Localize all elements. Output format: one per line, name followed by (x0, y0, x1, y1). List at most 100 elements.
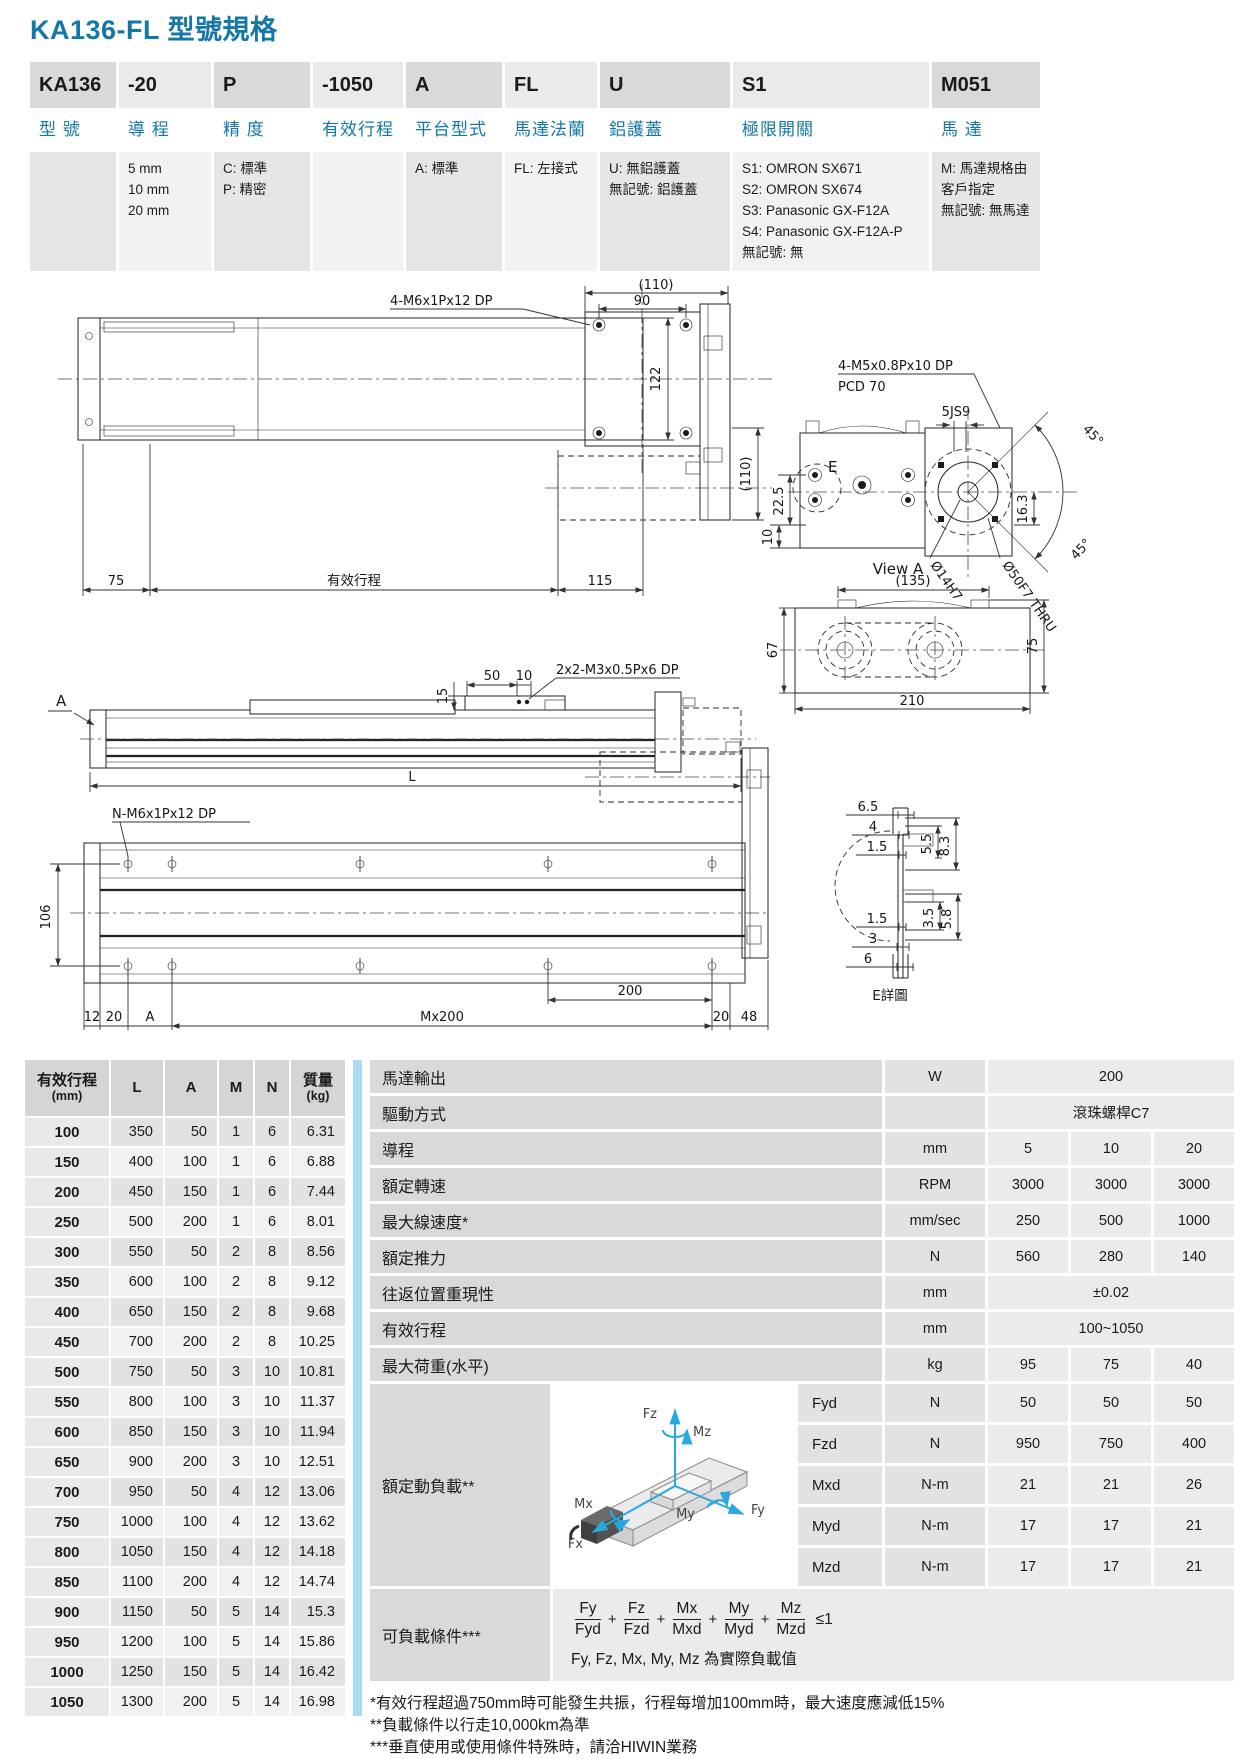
dim-cell: 9.12 (291, 1268, 345, 1296)
dim-cell: 100 (165, 1628, 217, 1656)
load-unit-4: N-m (885, 1548, 985, 1586)
dim-cell: 1250 (111, 1658, 163, 1686)
dim-header-main: 質量 (302, 1072, 333, 1090)
dim-header-main: 有效行程 (36, 1072, 97, 1090)
technical-drawings: (110) 90 4-M6x1Px12 DP 122 (110) 75 有效 (39, 278, 1106, 1030)
dim-cell: 14.74 (291, 1568, 345, 1596)
load-value-4: 17 (1071, 1548, 1151, 1586)
load-unit-3: N-m (885, 1507, 985, 1545)
bolt-callout: N-M6x1Px12 DP (112, 807, 216, 822)
model-options-6: U: 無鋁護蓋無記號: 鋁護蓋 (600, 152, 730, 271)
spec-unit-0: W (885, 1060, 985, 1093)
dim-header-0: 有效行程(mm) (25, 1060, 109, 1116)
model-field-label-3: 有效行程 (313, 112, 403, 148)
dim-label: 6.5 (858, 800, 879, 815)
spec-unit-2: mm (885, 1132, 985, 1165)
dim-label: A (146, 1010, 155, 1025)
load-unit-2: N-m (885, 1466, 985, 1504)
dim-cell: 1150 (111, 1598, 163, 1626)
dim-cell: 200 (165, 1688, 217, 1716)
dim-cell: 8.01 (291, 1208, 345, 1236)
model-code-3: -1050 (313, 62, 403, 108)
dim-cell: 16.42 (291, 1658, 345, 1686)
model-field-label-8: 馬 達 (932, 112, 1040, 148)
model-option: U: 無鋁護蓋 (609, 161, 681, 176)
dim-cell: 850 (111, 1418, 163, 1446)
spec-value-0: 200 (988, 1060, 1234, 1093)
dim-cell: 50 (165, 1238, 217, 1266)
dim-cell: 11.94 (291, 1418, 345, 1446)
dim-cell: 3 (219, 1448, 253, 1476)
spec-value-3: 3000 (1071, 1168, 1151, 1201)
formula-denominator: Mxd (672, 1621, 702, 1639)
dim-cell: 550 (111, 1238, 163, 1266)
spec-value-5: 140 (1154, 1240, 1234, 1273)
spec-label-1: 驅動方式 (370, 1096, 882, 1129)
spec-unit-7: mm (885, 1312, 985, 1345)
model-option: C: 標準 (223, 161, 268, 176)
model-option: S3: Panasonic GX-F12A (742, 202, 890, 218)
dim-cell: 2 (219, 1298, 253, 1326)
model-options-8: M: 馬達規格由客戶指定無記號: 無馬達 (932, 152, 1040, 271)
dim-label: 48 (741, 1010, 758, 1025)
load-value-1: 400 (1154, 1425, 1234, 1463)
dim-cell: 2 (219, 1238, 253, 1266)
model-option: FL: 左接式 (514, 161, 578, 176)
load-value-3: 17 (1071, 1507, 1151, 1545)
model-option: S1: OMRON SX671 (742, 161, 863, 176)
dim-cell: 450 (111, 1178, 163, 1206)
hole-callout: Ø14H7 (927, 559, 965, 604)
dim-header-sub: (kg) (306, 1089, 330, 1104)
stroke-dim-label: 有效行程 (327, 573, 381, 589)
dim-label: 67 (766, 642, 781, 659)
dim-cell: 600 (111, 1268, 163, 1296)
dim-cell: 12 (255, 1538, 289, 1566)
spec-unit-6: mm (885, 1276, 985, 1309)
model-option: 無記號: 無 (742, 244, 804, 260)
dim-cell: 8 (255, 1328, 289, 1356)
dim-label: 90 (634, 294, 651, 309)
dim-cell: 1000 (25, 1658, 109, 1686)
dim-label: 12 (84, 1010, 101, 1025)
dim-header-3: M (219, 1060, 253, 1116)
bolt-callout: 4-M6x1Px12 DP (390, 294, 493, 309)
formula-numerator: My (724, 1599, 754, 1621)
detail-caption: E詳圖 (872, 988, 908, 1004)
dim-label: 15 (436, 688, 451, 705)
dim-cell: 250 (25, 1208, 109, 1236)
dim-label: (110) (739, 457, 754, 492)
dim-cell: 150 (25, 1148, 109, 1176)
dim-cell: 50 (165, 1478, 217, 1506)
dim-label: Mx200 (420, 1010, 464, 1025)
notes: *有效行程超過750mm時可能發生共振，行程每增加100mm時，最大速度應減低1… (370, 1693, 1234, 1759)
formula-plus: + (708, 1611, 718, 1629)
dim-cell: 350 (25, 1268, 109, 1296)
dim-cell: 150 (165, 1538, 217, 1566)
load-value-2: 26 (1154, 1466, 1234, 1504)
formula-relation: ≤1 (815, 1610, 833, 1628)
dim-cell: 4 (219, 1538, 253, 1566)
load-label-2: Mxd (798, 1466, 882, 1504)
spec-label-3: 額定轉速 (370, 1168, 882, 1201)
model-option: A: 標準 (415, 161, 459, 176)
model-option: S4: Panasonic GX-F12A-P (742, 223, 903, 239)
dim-cell: 650 (111, 1298, 163, 1326)
model-option: 5 mm (128, 161, 162, 176)
dim-cell: 350 (111, 1118, 163, 1146)
dim-header-main: M (229, 1079, 243, 1097)
dim-cell: 200 (165, 1328, 217, 1356)
keyway-label: 5JS9 (942, 405, 971, 420)
dim-label: 3.5 (922, 908, 937, 929)
note-2: ***垂直使用或使用條件特殊時，請洽HIWIN業務 (370, 1739, 698, 1756)
drawing-view-a: 4-M5x0.8Px10 DP PCD 70 5JS9 (761, 359, 1106, 635)
dim-header-5: 質量(kg) (291, 1060, 345, 1116)
dim-label: 210 (900, 694, 925, 709)
dim-label: 20 (106, 1010, 123, 1025)
